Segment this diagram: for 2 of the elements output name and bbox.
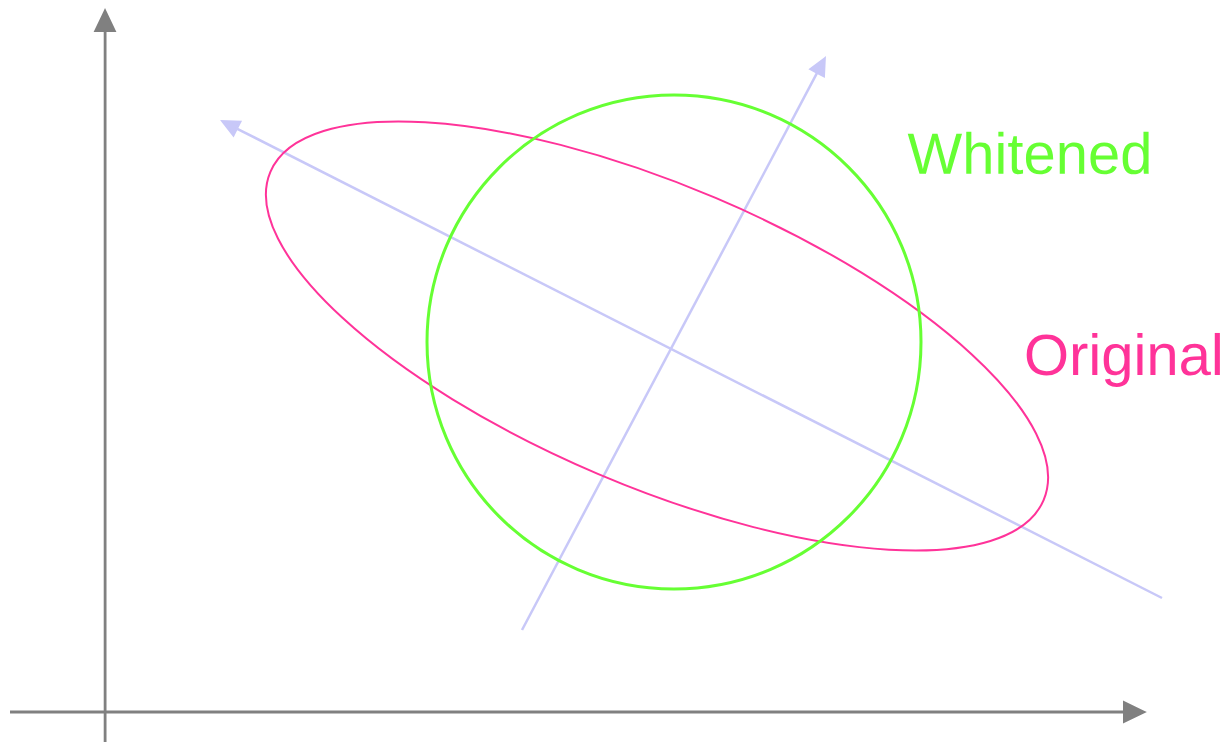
curve-label: Original [1026, 332, 1220, 387]
curve-label: Whitened [907, 131, 1149, 175]
